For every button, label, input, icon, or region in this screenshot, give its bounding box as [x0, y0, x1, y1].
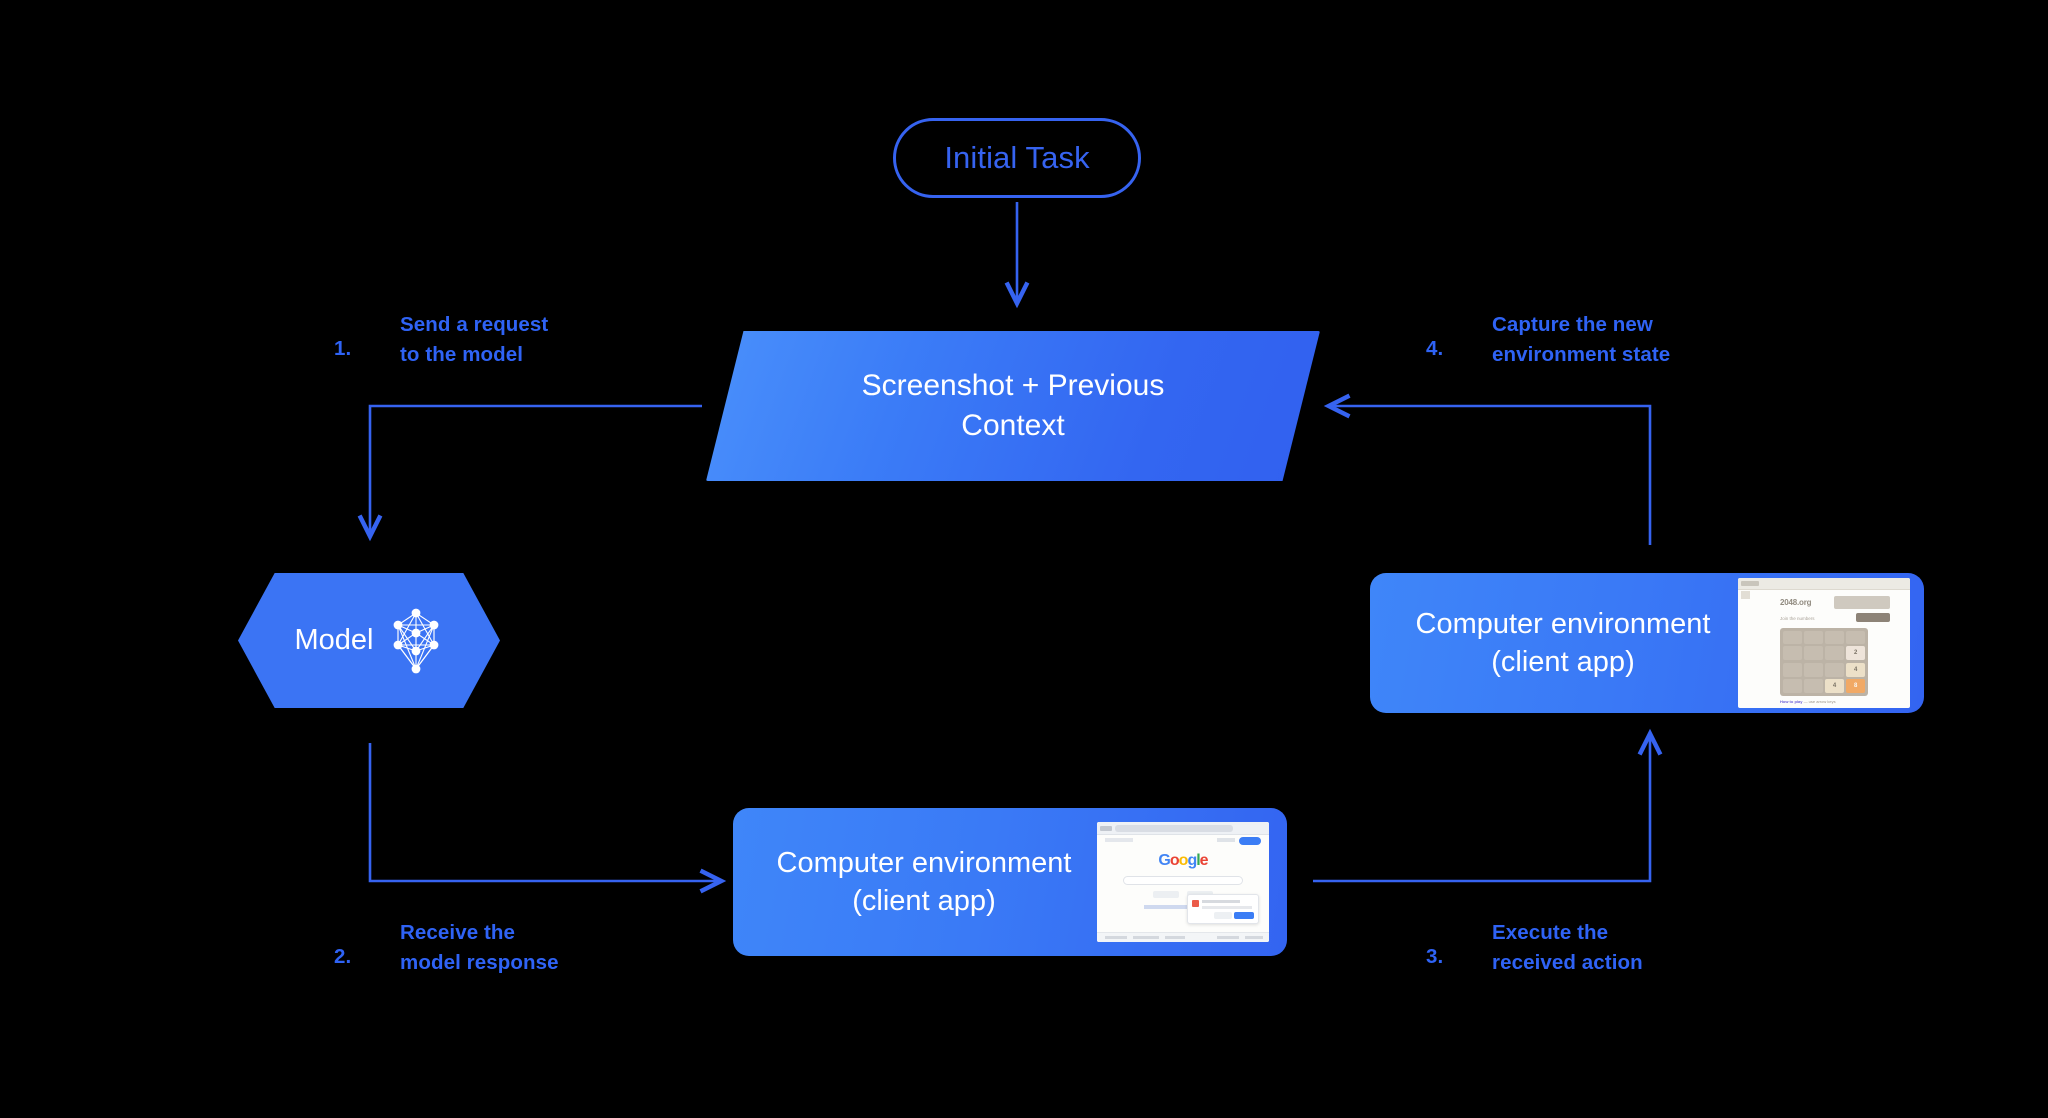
dialog-icon — [1192, 900, 1199, 907]
game-subtitle: Join the numbers — [1780, 616, 1815, 621]
game-tile — [1804, 631, 1823, 644]
thumbnail-2048-game: 2048.org Join the numbers 2 4 4 8 — [1738, 578, 1910, 708]
context-line-2: Context — [961, 409, 1065, 442]
game-new-button — [1856, 613, 1890, 622]
step-3-line-2: received action — [1492, 950, 1643, 974]
game-tile-value: 4 — [1832, 683, 1837, 689]
google-language-link — [1144, 905, 1222, 909]
browser-titlebar — [1738, 578, 1910, 590]
env-top-right-label: Computer environment (client app) — [1370, 605, 1738, 682]
game-tile-value: 8 — [1854, 683, 1858, 689]
node-screenshot-context[interactable]: Screenshot + Previous Context — [706, 331, 1320, 481]
step-label-3: 3. Execute the received action — [1426, 918, 1643, 977]
step-number-3: 3. — [1426, 945, 1444, 968]
game-score-boxes — [1834, 596, 1890, 609]
game-tile — [1783, 631, 1802, 644]
game-title: 2048.org — [1780, 598, 1812, 607]
env-bottom-line-1: Computer environment — [776, 846, 1072, 879]
arrow-env-top-to-context — [1323, 393, 1652, 545]
browser-tab — [1741, 581, 1759, 586]
step-4-line-2: environment state — [1492, 342, 1671, 366]
neural-network-icon — [393, 608, 438, 673]
env-bottom-line-2: (client app) — [852, 885, 996, 917]
browser-bookmark — [1105, 838, 1133, 842]
browser-nav-buttons — [1100, 826, 1112, 831]
game-tile: 4 — [1825, 679, 1844, 693]
browser-dialog — [1187, 894, 1259, 924]
google-footer — [1097, 932, 1269, 942]
google-apps-icon — [1217, 838, 1235, 842]
dialog-confirm-button — [1234, 912, 1254, 919]
game-footer: How to play — use arrow keys — [1780, 699, 1836, 704]
step-1-line-2: to the model — [400, 342, 524, 366]
game-tile: 2 — [1846, 646, 1865, 660]
game-tile — [1825, 631, 1844, 644]
step-4-line-1: Capture the new — [1492, 313, 1653, 336]
google-signin-button — [1239, 837, 1261, 845]
node-env-bottom[interactable]: Computer environment (client app) Google — [733, 808, 1287, 956]
browser-address-bar — [1115, 825, 1233, 832]
google-search-button — [1153, 891, 1179, 898]
game-tile — [1804, 662, 1823, 677]
step-label-4: 4. Capture the new environment state — [1426, 310, 1671, 369]
game-tile: 8 — [1846, 679, 1865, 693]
arrow-model-to-env-bottom — [368, 743, 727, 894]
dialog-cancel-button — [1214, 912, 1232, 919]
game-board: 2 4 4 8 — [1780, 628, 1868, 696]
arrow-context-to-model — [357, 404, 702, 542]
browser-toolbar-button — [1741, 591, 1750, 599]
arrow-env-bottom-to-env-top — [1313, 728, 1663, 883]
step-2-line-1: Receive the — [400, 921, 516, 944]
game-tile-value: 4 — [1854, 666, 1858, 673]
dialog-title — [1202, 900, 1240, 903]
game-tile-value: 2 — [1854, 650, 1858, 656]
step-1-line-1: Send a request — [400, 313, 549, 336]
context-label: Screenshot + Previous Context — [848, 366, 1178, 446]
dialog-body — [1202, 906, 1252, 909]
initial-task-label: Initial Task — [944, 140, 1090, 175]
step-number-1: 1. — [334, 337, 352, 360]
step-2-line-2: model response — [400, 950, 559, 974]
game-tile — [1825, 646, 1844, 660]
step-3-line-1: Execute the — [1492, 921, 1609, 944]
game-tile — [1804, 679, 1823, 693]
step-number-2: 2. — [334, 945, 352, 968]
game-tile — [1825, 662, 1844, 677]
thumbnail-google-search: Google — [1097, 822, 1269, 942]
google-search-input — [1123, 876, 1243, 885]
node-env-top-right[interactable]: Computer environment (client app) 2048.o… — [1370, 573, 1924, 713]
game-tile — [1783, 679, 1802, 693]
env-top-right-line-2: (client app) — [1491, 646, 1635, 678]
step-label-2: 2. Receive the model response — [334, 918, 559, 977]
step-number-4: 4. — [1426, 337, 1444, 360]
game-tile — [1846, 631, 1865, 644]
env-top-right-line-1: Computer environment — [1415, 607, 1711, 640]
model-label: Model — [294, 624, 374, 656]
step-label-1: 1. Send a request to the model — [334, 310, 549, 369]
node-initial-task[interactable]: Initial Task — [893, 118, 1141, 198]
node-model[interactable]: Model — [238, 573, 500, 708]
game-tile — [1804, 646, 1823, 660]
context-line-1: Screenshot + Previous — [861, 369, 1165, 403]
env-bottom-label: Computer environment (client app) — [733, 844, 1097, 921]
game-tile: 4 — [1846, 662, 1865, 677]
google-logo: Google — [1158, 852, 1208, 869]
game-tile — [1783, 662, 1802, 677]
game-tile — [1783, 646, 1802, 660]
